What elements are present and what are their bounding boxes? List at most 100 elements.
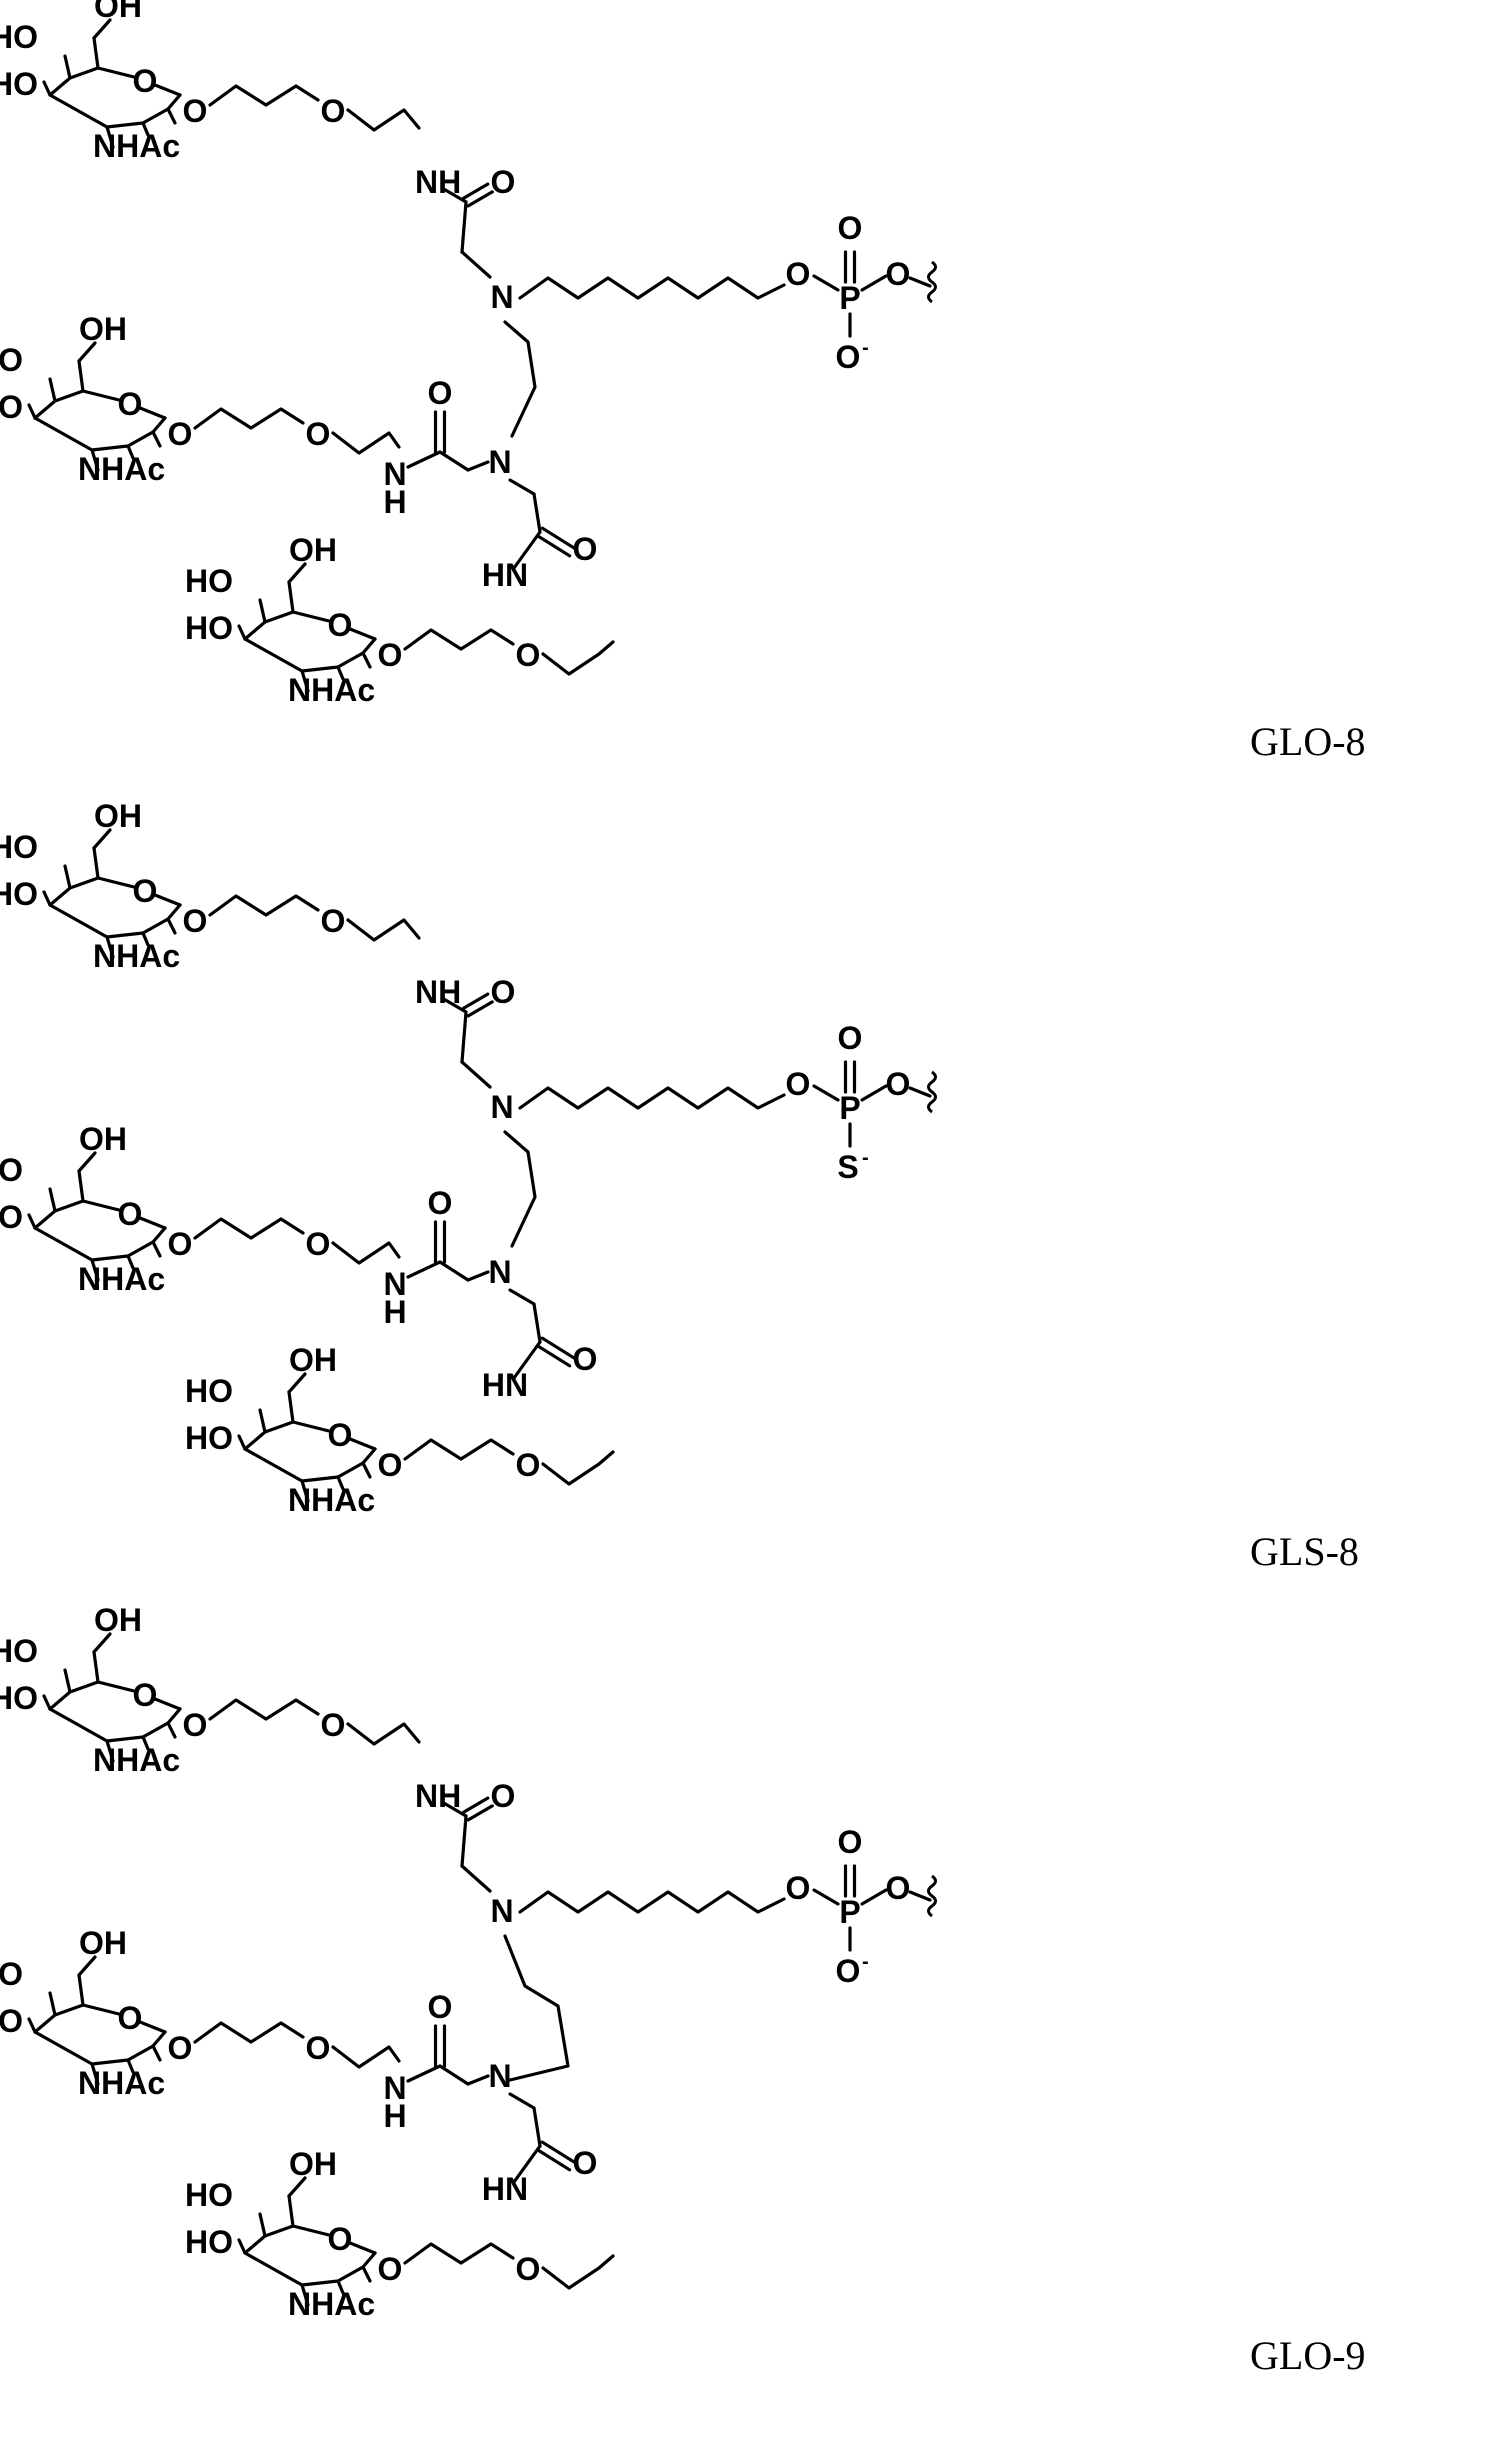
bond-chain bbox=[195, 409, 303, 428]
bond bbox=[534, 1304, 540, 1342]
bond-chain bbox=[405, 1440, 513, 1459]
bond bbox=[363, 1463, 370, 1477]
galnac-sugar: OHHOHOONHAc bbox=[0, 1121, 165, 1297]
ring-bond bbox=[245, 612, 329, 639]
phosphoryl-oxygen-label: O bbox=[838, 1020, 863, 1056]
acetamido-label: NHAc bbox=[93, 938, 180, 974]
hydroxyl-label: HO bbox=[0, 1152, 23, 1188]
amide-hn-label: HN bbox=[482, 2171, 528, 2207]
amide-h-label: H bbox=[383, 1294, 406, 1330]
phosphate-group: OPOOO- bbox=[786, 1824, 936, 1989]
hydroxyl-label: OH bbox=[79, 1925, 127, 1961]
tertiary-amine-label: N bbox=[488, 1254, 511, 1290]
bond bbox=[363, 2267, 370, 2281]
ester-oxygen-label: O bbox=[886, 1066, 911, 1102]
bond bbox=[260, 1410, 265, 1432]
bond bbox=[153, 432, 160, 446]
acetamido-label: NHAc bbox=[93, 128, 180, 164]
hydroxyl-label: HO bbox=[0, 389, 23, 425]
ether-oxygen-label: O bbox=[378, 1447, 403, 1483]
hydroxyl-label: HO bbox=[0, 1633, 38, 1669]
bond bbox=[814, 276, 838, 290]
ring-oxygen-label: O bbox=[118, 386, 143, 422]
carbonyl-oxygen-label: O bbox=[491, 1778, 516, 1814]
ring-bond bbox=[35, 2032, 153, 2064]
ring-bond bbox=[35, 1228, 153, 1260]
peg-linker-arm: OHHOHOONHAcOO bbox=[0, 0, 419, 164]
ether-oxygen-label: O bbox=[516, 2251, 541, 2287]
phosphoryl-oxygen-label: O bbox=[838, 210, 863, 246]
acetamido-label: NHAc bbox=[93, 1742, 180, 1778]
ether-oxygen-label: O bbox=[516, 1447, 541, 1483]
ring-bond bbox=[155, 895, 180, 905]
bond-chain bbox=[348, 110, 419, 130]
bond bbox=[79, 361, 83, 391]
hydroxyl-label: HO bbox=[0, 342, 23, 378]
carbonyl-bond bbox=[538, 536, 570, 556]
bond bbox=[260, 600, 265, 622]
ether-oxygen-label: O bbox=[516, 637, 541, 673]
ether-oxygen-label: O bbox=[183, 1707, 208, 1743]
bond-chain bbox=[210, 1700, 318, 1719]
ether-oxygen-label: O bbox=[183, 93, 208, 129]
carbonyl-bond bbox=[542, 528, 574, 548]
acetamido-label: NHAc bbox=[78, 451, 165, 487]
acetamido-label: NHAc bbox=[288, 2286, 375, 2322]
bond bbox=[440, 452, 468, 470]
bond bbox=[50, 1189, 55, 1211]
hydroxyl-label: OH bbox=[94, 0, 142, 24]
bond bbox=[79, 1975, 83, 2005]
ring-bond bbox=[140, 408, 165, 418]
bond bbox=[510, 2094, 534, 2108]
negative-charge-label: - bbox=[862, 1147, 869, 1169]
bond bbox=[65, 866, 70, 888]
ring-bond bbox=[35, 418, 153, 450]
hydroxyl-label: HO bbox=[0, 829, 38, 865]
galnac-sugar: OHHOHOONHAc bbox=[185, 2146, 375, 2322]
bond bbox=[153, 2046, 160, 2060]
bond-chain bbox=[333, 1243, 399, 1263]
bond bbox=[910, 278, 930, 286]
bond bbox=[814, 1890, 838, 1904]
hydroxyl-label: HO bbox=[0, 66, 38, 102]
anionic-oxygen-label: O bbox=[836, 339, 861, 375]
ether-oxygen-label: O bbox=[306, 416, 331, 452]
ether-oxygen-label: O bbox=[321, 93, 346, 129]
hydroxyl-label: HO bbox=[185, 610, 233, 646]
ether-oxygen-label: O bbox=[306, 1226, 331, 1262]
bond bbox=[408, 452, 440, 467]
galnac-sugar: OHHOHOONHAc bbox=[0, 1602, 180, 1778]
negative-charge-label: - bbox=[862, 1951, 869, 1973]
bond bbox=[29, 405, 35, 418]
ring-bond bbox=[350, 629, 375, 639]
tertiary-amine-label: N bbox=[488, 444, 511, 480]
tertiary-amine-label: N bbox=[488, 2058, 511, 2094]
bond bbox=[862, 276, 886, 290]
bond bbox=[440, 1262, 468, 1280]
bond bbox=[44, 82, 50, 95]
phosphorus-label: P bbox=[839, 1894, 860, 1930]
carbonyl-oxygen-label: O bbox=[428, 1185, 453, 1221]
peg-linker-arm: OHHOHOONHAcOO bbox=[185, 1342, 613, 1518]
acetamido-label: NHAc bbox=[78, 1261, 165, 1297]
bond-chain bbox=[348, 920, 419, 940]
phosphoryl-oxygen-label: O bbox=[838, 1824, 863, 1860]
bond bbox=[168, 1723, 175, 1737]
ring-oxygen-label: O bbox=[328, 2221, 353, 2257]
phosphate-group: OPOOS- bbox=[786, 1020, 936, 1185]
attachment-point-icon bbox=[929, 1876, 936, 1916]
peg-linker-arm: OHHOHOONHAcOO bbox=[185, 532, 613, 708]
hydroxyl-label: HO bbox=[185, 1420, 233, 1456]
hydroxyl-label: OH bbox=[79, 1121, 127, 1157]
ring-bond bbox=[363, 1449, 375, 1463]
ethylene-bridge bbox=[505, 1132, 535, 1246]
ring-bond bbox=[50, 95, 168, 127]
bond bbox=[94, 848, 98, 878]
carbonyl-oxygen-label: O bbox=[573, 1341, 598, 1377]
bond bbox=[862, 1890, 886, 1904]
ether-oxygen-label: O bbox=[321, 1707, 346, 1743]
ring-oxygen-label: O bbox=[133, 1677, 158, 1713]
bond-chain bbox=[405, 630, 513, 649]
hydroxyl-label: OH bbox=[289, 532, 337, 568]
